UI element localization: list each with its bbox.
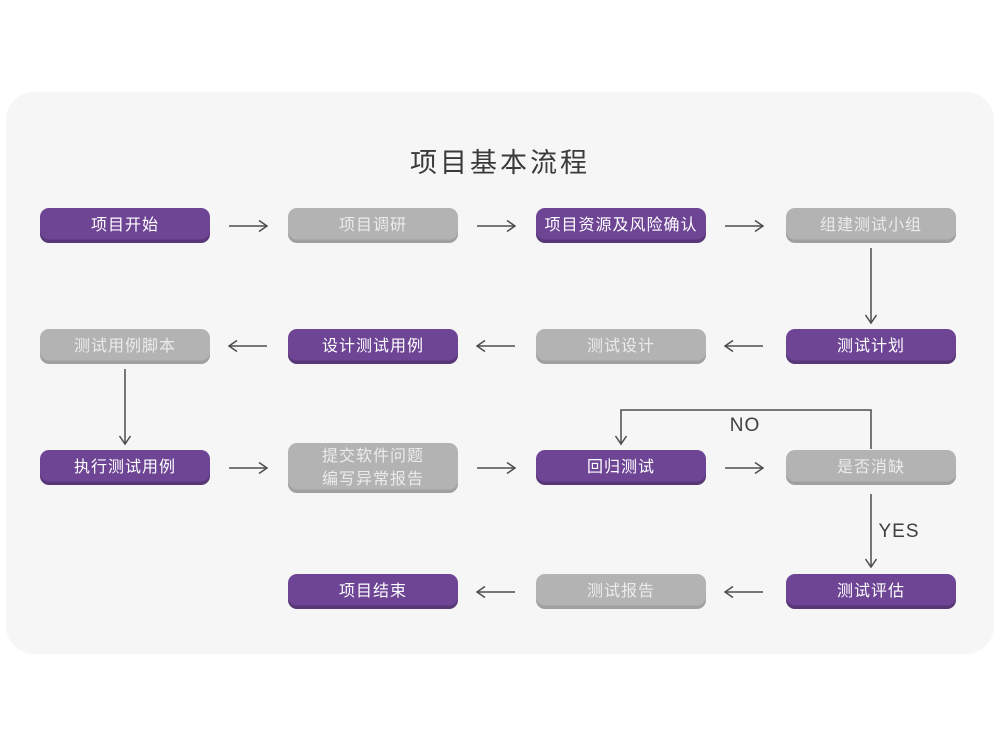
- flow-node-design-test-case: 设计测试用例: [288, 329, 458, 364]
- flow-node-test-case-script: 测试用例脚本: [40, 329, 210, 364]
- flow-node-label: 执行测试用例: [73, 458, 176, 476]
- flow-node-label: 提交软件问题: [321, 447, 424, 465]
- flow-node-test-evaluate: 测试评估: [786, 574, 956, 609]
- page-title: 项目基本流程: [410, 148, 590, 178]
- flow-node-label: 项目资源及风险确认: [544, 216, 698, 234]
- flow-node-label: 回归测试: [586, 458, 655, 476]
- flow-node-test-report: 测试报告: [536, 574, 706, 609]
- flow-node-label: 编写异常报告: [321, 471, 424, 488]
- flow-node-test-plan: 测试计划: [786, 329, 956, 364]
- flow-node-label: 项目结束: [338, 582, 407, 600]
- edge-label-no: NO: [729, 415, 761, 436]
- flow-node-label: 组建测试小组: [819, 216, 922, 234]
- flow-node-project-research: 项目调研: [288, 208, 458, 243]
- flow-node-label: 测试计划: [836, 337, 905, 355]
- flow-node-execute-test-case: 执行测试用例: [40, 450, 210, 485]
- flow-edge-defect-no-regression: [614, 409, 872, 449]
- flowchart-card: [6, 92, 994, 654]
- flow-node-label: 测试用例脚本: [73, 337, 176, 355]
- flow-node-test-design: 测试设计: [536, 329, 706, 364]
- flow-node-label: 项目开始: [90, 216, 159, 234]
- flow-node-submit-issue-report: 提交软件问题编写异常报告: [288, 443, 458, 493]
- flow-node-label: 测试评估: [836, 582, 905, 600]
- flow-node-project-end: 项目结束: [288, 574, 458, 609]
- flow-node-label: 是否消缺: [836, 458, 905, 476]
- flow-node-regression-test: 回归测试: [536, 450, 706, 485]
- flow-node-defect-cleared: 是否消缺: [786, 450, 956, 485]
- flow-node-label: 测试设计: [586, 337, 655, 355]
- flow-node-label: 项目调研: [338, 216, 407, 234]
- flow-node-label: 测试报告: [586, 582, 655, 600]
- flow-node-build-test-team: 组建测试小组: [786, 208, 956, 243]
- flow-node-project-start: 项目开始: [40, 208, 210, 243]
- edge-label-yes: YES: [878, 521, 920, 542]
- flow-node-resource-risk-confirm: 项目资源及风险确认: [536, 208, 706, 243]
- flow-node-label: 设计测试用例: [321, 337, 424, 355]
